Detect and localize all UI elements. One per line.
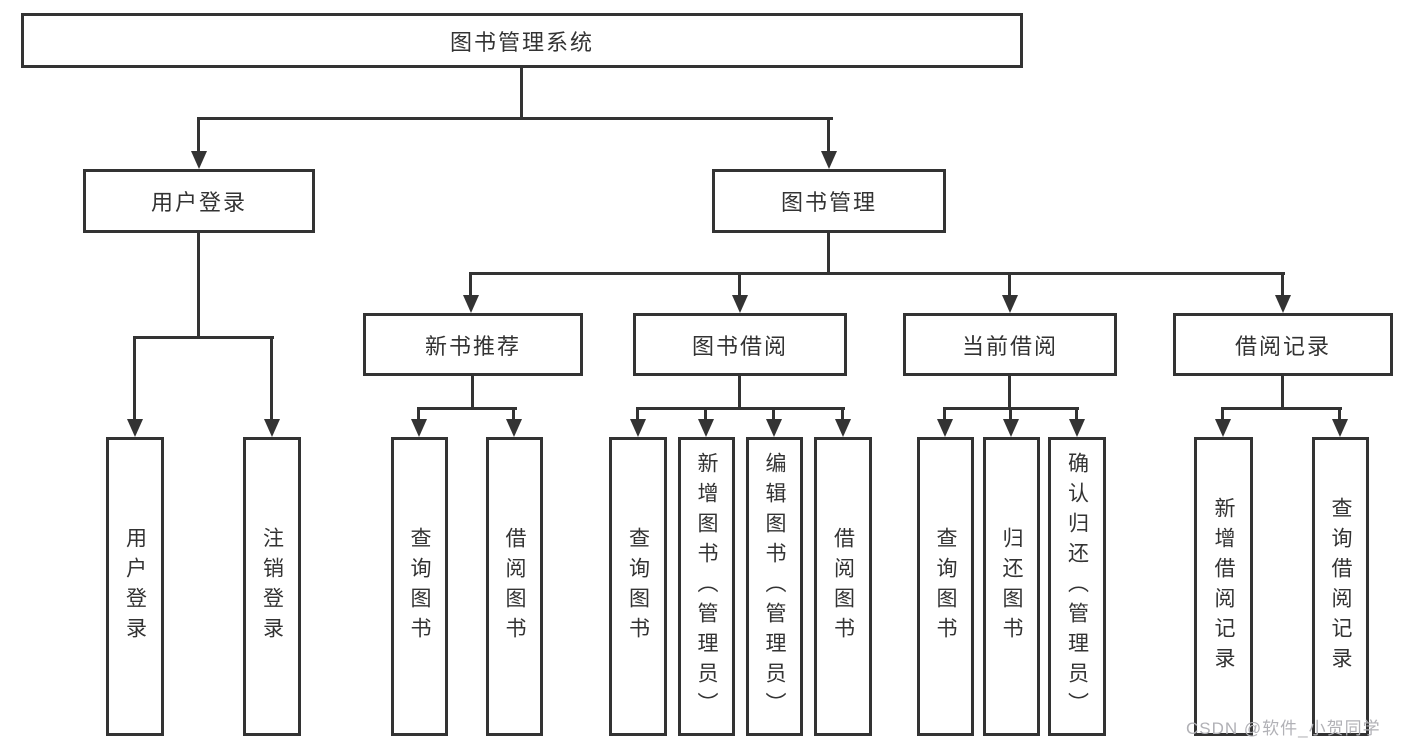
node-current-borrowing: 当前借阅 [903,313,1117,376]
connector-book-borrow-rail [636,407,845,410]
arrowhead [732,295,748,313]
leaf-query-borrow-record: 查询借阅记录 [1312,437,1369,736]
arrowhead [506,419,522,437]
connector-user-login-rail [133,336,274,339]
connector-shaft [270,336,273,419]
node-label: 用户登录 [150,190,247,215]
leaf-label: 借阅图书 [503,526,526,647]
leaf-label: 查询图书 [408,526,431,647]
connector-new-books-rail [417,407,517,410]
connector-borrow-records-rail [1221,407,1342,410]
connector-book-mgmt-rail [469,272,1285,275]
connector-shaft [133,336,136,419]
leaf-label: 查询图书 [626,526,650,647]
connector-borrow-records-stub [1281,376,1284,407]
leaf-label: 用户登录 [123,526,147,647]
connector-shaft [1221,407,1224,419]
leaf-label: 新增图书（管理员） [695,451,718,722]
arrowhead [766,419,782,437]
arrowhead [127,419,143,437]
node-label: 新书推荐 [424,333,521,359]
node-book-borrowing: 图书借阅 [633,313,847,376]
connector-shaft [197,117,200,151]
leaf-query-books-current: 查询图书 [917,437,974,736]
connector-shaft [417,407,420,419]
connector-shaft [636,407,639,419]
watermark-csdn: CSDN @软件_小贺同学 [1186,719,1381,738]
node-borrowing-records: 借阅记录 [1173,313,1393,376]
connector-shaft [841,407,844,419]
connector-shaft [1009,407,1012,419]
connector-current-borrow-stub [1008,376,1011,407]
leaf-query-books-recommend: 查询图书 [391,437,448,736]
arrowhead [463,295,479,313]
connector-shaft [1338,407,1341,419]
arrowhead [1002,295,1018,313]
arrowhead [411,419,427,437]
leaf-label: 编辑图书（管理员） [763,451,786,722]
connector-shaft [704,407,707,419]
arrowhead [191,151,207,169]
leaf-label: 查询图书 [934,526,957,647]
leaf-borrow-books: 借阅图书 [814,437,872,736]
arrowhead [1332,419,1348,437]
arrowhead [937,419,953,437]
arrowhead [1215,419,1231,437]
connector-shaft [943,407,946,419]
connector-shaft [738,272,741,295]
arrowhead [1275,295,1291,313]
leaf-return-books: 归还图书 [983,437,1040,736]
node-library-management-system: 图书管理系统 [21,13,1023,68]
leaf-label: 查询借阅记录 [1329,496,1352,677]
leaf-label: 借阅图书 [831,526,855,647]
connector-shaft [1281,272,1284,295]
node-label: 图书管理系统 [449,29,594,55]
leaf-label: 注销登录 [260,526,284,647]
connector-new-books-stub [471,376,474,407]
connector-shaft [512,407,515,419]
arrowhead [264,419,280,437]
leaf-borrow-books-recommend: 借阅图书 [486,437,543,736]
leaf-user-login: 用户登录 [106,437,164,736]
arrowhead [821,151,837,169]
leaf-confirm-return-admin: 确认归还（管理员） [1048,437,1106,736]
node-label: 图书管理 [780,190,877,215]
arrowhead [1003,419,1019,437]
connector-shaft [772,407,775,419]
arrowhead [630,419,646,437]
arrowhead [1069,419,1085,437]
node-label: 图书借阅 [691,333,788,359]
leaf-label: 确认归还（管理员） [1065,451,1089,722]
connector-shaft [827,117,830,151]
arrowhead [698,419,714,437]
leaf-add-borrow-record: 新增借阅记录 [1194,437,1253,736]
leaf-add-book-admin: 新增图书（管理员） [678,437,735,736]
connector-root-stub [520,68,523,117]
leaf-label: 新增借阅记录 [1212,496,1235,677]
connector-shaft [469,272,472,295]
node-new-book-recommendation: 新书推荐 [363,313,583,376]
node-user-login: 用户登录 [83,169,315,233]
connector-book-mgmt-stub [827,233,830,272]
connector-shaft [1008,272,1011,295]
leaf-logout: 注销登录 [243,437,301,736]
leaf-label: 归还图书 [1000,526,1023,647]
leaf-edit-book-admin: 编辑图书（管理员） [746,437,803,736]
connector-shaft [1075,407,1078,419]
leaf-query-books-borrow: 查询图书 [609,437,667,736]
node-label: 借阅记录 [1234,333,1331,359]
node-label: 当前借阅 [961,333,1058,359]
connector-root-rail [197,117,833,120]
connector-book-borrow-stub [738,376,741,407]
connector-user-login-stub [197,233,200,336]
node-book-management: 图书管理 [712,169,946,233]
arrowhead [835,419,851,437]
